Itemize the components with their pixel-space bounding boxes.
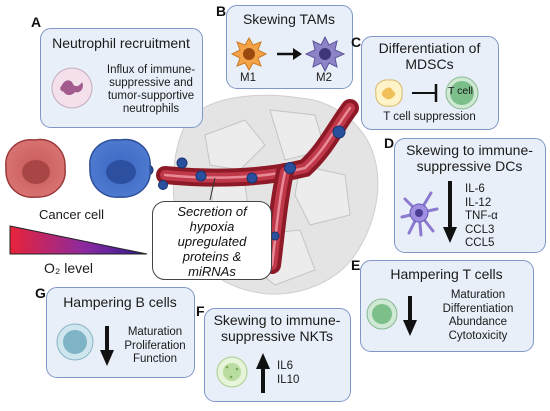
connector-lines (209, 177, 216, 201)
panel-d-item: CCL5 (465, 237, 495, 249)
panel-d-item: CCL3 (465, 223, 495, 236)
panel-b: Skewing TAMs M1 M2 (226, 5, 353, 89)
panel-e-item: Differentiation (442, 302, 514, 315)
panel-a-letter: A (31, 14, 42, 30)
panel-a-line: neutrophils (122, 103, 180, 115)
panel-g-title: Hampering B cells (63, 294, 177, 310)
panel-f-letter: F (196, 303, 205, 319)
panel-b-letter: B (216, 3, 227, 19)
mdsc-suppression-icon (375, 76, 479, 110)
m1-label: M1 (240, 72, 256, 84)
panel-a-text: Influx of immune- suppressive and tumor-… (99, 64, 203, 116)
panel-d-title: Skewing to immune- suppressive DCs (395, 142, 544, 174)
panel-g-letter: G (35, 285, 46, 301)
down-arrow-icon (443, 181, 457, 243)
panel-a-line: Influx of immune- (106, 64, 196, 76)
secretion-line: upregulated (177, 234, 247, 249)
panel-f: Skewing to immune- suppressive NKTs IL6 … (204, 308, 351, 402)
o2-gradient-triangle (9, 225, 148, 255)
panel-a-line: tumor-supportive (107, 90, 195, 102)
neutrophil-icon (51, 67, 93, 109)
panel-g: Hampering B cells Maturation Proliferati… (46, 287, 195, 378)
panel-d-title-line: suppressive DCs (416, 158, 523, 174)
m1-macrophage-icon (230, 36, 268, 72)
secretion-line: proteins & (182, 249, 242, 264)
panel-f-title-line: Skewing to immune- (213, 312, 341, 328)
panel-g-item: Proliferation (124, 339, 186, 352)
panel-d-item: IL-12 (465, 196, 492, 209)
panel-e-list: Maturation Differentiation Abundance Cyt… (425, 289, 531, 343)
panel-d-item: IL-6 (465, 183, 485, 195)
secretion-line: hypoxia (189, 219, 235, 234)
dendritic-cell-icon (400, 191, 439, 237)
panel-c-title-line: MDSCs (405, 56, 454, 72)
t-cell-label: T cell (448, 85, 473, 97)
panel-a-line: suppressive and (109, 77, 193, 89)
panel-a: Neutrophil recruitment Influx of immune-… (40, 28, 203, 128)
secretion-line: miRNAs (188, 264, 236, 279)
panel-d-list: IL-6 IL-12 TNF-α CCL3 CCL5 (465, 183, 498, 251)
panel-c-title: Differentiation of MDSCs (362, 40, 497, 72)
panel-e-item: Cytotoxicity (448, 329, 508, 342)
panel-e-title: Hampering T cells (390, 266, 503, 282)
secretion-line: Secretion of (177, 204, 247, 219)
panel-g-item: Function (132, 353, 178, 365)
cancer-cell-label: Cancer cell (39, 207, 105, 222)
down-arrow-icon (100, 326, 114, 366)
m2-label: M2 (316, 72, 332, 84)
panel-c-title-line: Differentiation of (378, 40, 481, 56)
t-cell-icon (445, 76, 479, 110)
panel-e-item: Maturation (450, 289, 506, 301)
up-arrow-icon (256, 353, 270, 393)
panel-d-letter: D (384, 135, 395, 151)
down-arrow-icon (403, 296, 417, 336)
mdsc-cell-icon (375, 79, 403, 107)
panel-e-item: Abundance (448, 316, 508, 328)
secretion-box: Secretion of hypoxia upregulated protein… (152, 201, 272, 280)
panel-g-item: Maturation (127, 326, 183, 338)
panel-d-title-line: Skewing to immune- (406, 142, 533, 158)
m2-macrophage-icon (304, 35, 346, 73)
cancer-cell-hypoxic-icon (89, 138, 151, 198)
panel-d-item: TNF-α (465, 210, 498, 222)
panel-b-title: Skewing TAMs (242, 11, 336, 27)
b-cell-icon (56, 323, 94, 361)
panel-f-item: IL10 (277, 373, 300, 386)
tam-skewing-icon (230, 35, 346, 73)
panel-c-letter: C (351, 34, 362, 50)
panel-e: Hampering T cells Maturation Differentia… (360, 260, 534, 352)
panel-d: Skewing to immune- suppressive DCs IL-6 … (394, 138, 546, 253)
panel-a-title: Neutrophil recruitment (52, 35, 190, 51)
panel-g-list: Maturation Proliferation Function (117, 326, 193, 367)
t-cell-icon (366, 298, 398, 330)
panel-f-item: IL6 (277, 360, 293, 372)
panel-f-title: Skewing to immune- suppressive NKTs (205, 312, 349, 344)
panel-f-list: IL6 IL10 (277, 360, 299, 387)
cancer-cell-normoxic-icon (5, 138, 66, 198)
panel-c-caption: T cell suppression (383, 111, 476, 123)
o2-level-label: O₂ level (44, 260, 94, 276)
panel-c: Differentiation of MDSCs T cell T cell s… (361, 36, 499, 130)
panel-f-title-line: suppressive NKTs (220, 328, 334, 344)
nkt-cell-icon (216, 356, 248, 388)
panel-e-letter: E (351, 257, 361, 273)
